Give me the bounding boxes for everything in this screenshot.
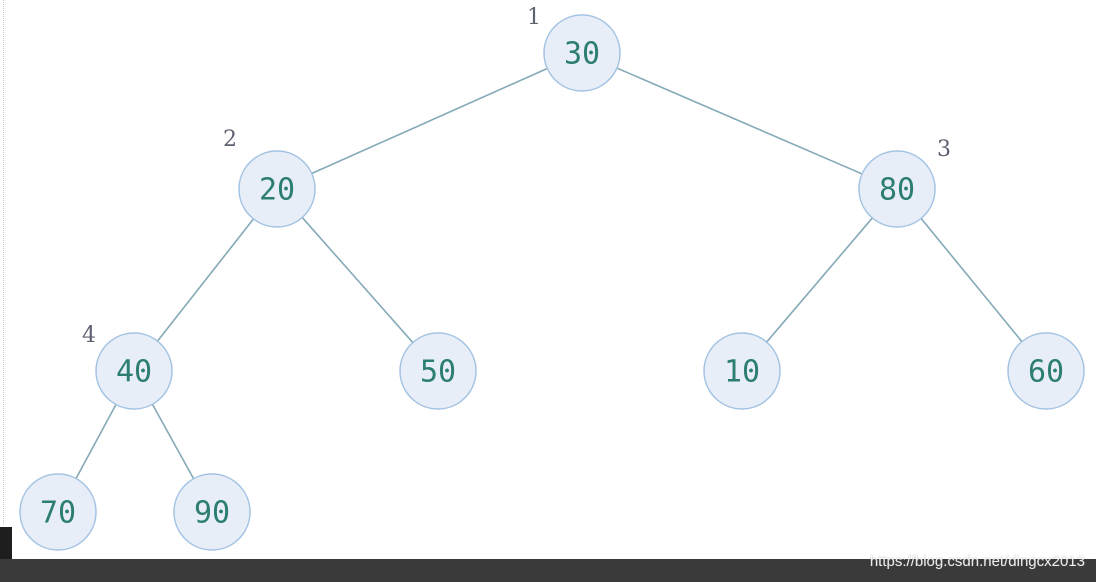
node-value: 20 — [259, 173, 295, 208]
tree-node-20: 20 — [238, 150, 316, 228]
tree-node-90: 90 — [173, 473, 251, 551]
tree-node-40: 40 — [95, 332, 173, 410]
node-index-label-4: 4 — [82, 323, 96, 348]
node-circle — [95, 332, 173, 410]
node-value: 50 — [420, 355, 456, 390]
bottom-bar — [0, 559, 1096, 582]
node-circle — [858, 150, 936, 228]
node-index-label-3: 3 — [937, 137, 951, 162]
edge-n2-n4 — [156, 218, 255, 342]
edge-n1-n2 — [311, 67, 548, 175]
edge-n4-n9 — [151, 403, 195, 480]
edges-layer — [75, 67, 1023, 480]
node-value: 70 — [40, 496, 76, 531]
node-value: 40 — [116, 355, 152, 390]
edge-n3-n6 — [766, 217, 873, 343]
nodes-layer: 30 20 80 40 50 10 60 70 90 — [19, 14, 1085, 551]
index-labels-layer: 1 2 3 4 — [82, 5, 951, 348]
bottom-left-block — [0, 527, 12, 559]
node-circle — [703, 332, 781, 410]
binary-tree-diagram: 30 20 80 40 50 10 60 70 90 1 2 3 4 — [19, 5, 1085, 551]
tree-node-30: 30 — [543, 14, 621, 92]
node-circle — [543, 14, 621, 92]
node-value: 10 — [724, 355, 760, 390]
node-circle — [399, 332, 477, 410]
node-circle — [1007, 332, 1085, 410]
tree-node-70: 70 — [19, 473, 97, 551]
node-index-label-1: 1 — [527, 5, 541, 30]
tree-node-60: 60 — [1007, 332, 1085, 410]
node-circle — [238, 150, 316, 228]
node-circle — [19, 473, 97, 551]
node-index-label-2: 2 — [223, 127, 237, 152]
edge-n2-n5 — [301, 216, 414, 344]
node-value: 60 — [1028, 355, 1064, 390]
edge-n1-n3 — [616, 67, 863, 175]
edge-n4-n8 — [75, 404, 117, 479]
tree-node-10: 10 — [703, 332, 781, 410]
node-value: 80 — [879, 173, 915, 208]
watermark-text: https://blog.csdn.net/dingcx2013 — [869, 553, 1085, 570]
node-circle — [173, 473, 251, 551]
node-value: 30 — [564, 37, 600, 72]
tree-node-80: 80 — [858, 150, 936, 228]
edge-n3-n7 — [920, 217, 1023, 343]
left-margin-guide — [3, 0, 4, 525]
node-value: 90 — [194, 496, 230, 531]
tree-node-50: 50 — [399, 332, 477, 410]
